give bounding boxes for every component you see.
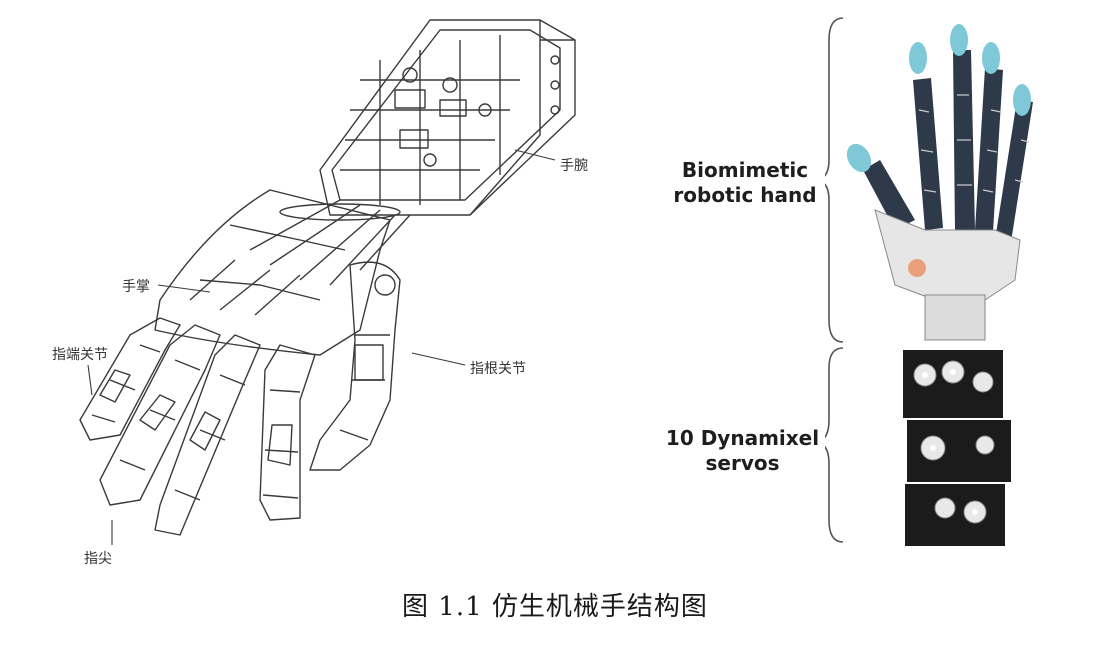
fingertip-cap [909, 42, 927, 74]
wrist-frame [319, 19, 576, 216]
thumb [309, 261, 401, 471]
palm-label: 手掌 [122, 279, 150, 295]
fingertip-cap [982, 42, 1000, 74]
fingertip-cap [846, 143, 872, 173]
robotic-hand-label: Biomimetic robotic hand [660, 158, 830, 208]
brace-lower [825, 347, 844, 543]
robotic-hand-photo [825, 17, 1033, 546]
leader-lines [87, 149, 556, 545]
fingertip-label: 指尖 [84, 551, 112, 567]
distal-joint-label: 指端关节 [52, 347, 108, 363]
fingertip-cap [1013, 84, 1031, 116]
robotic-hand-label-line2: robotic hand [673, 183, 817, 207]
mechanical-hand-drawing [79, 19, 576, 545]
servo-stack [903, 350, 1011, 546]
fingertip-cap [950, 24, 968, 56]
proximal-joint-label: 指根关节 [470, 361, 526, 377]
wrist-label: 手腕 [560, 158, 588, 174]
tendons [249, 199, 411, 286]
servos-label-line1: 10 Dynamixel [665, 426, 820, 450]
servos-label-line2: servos [705, 451, 780, 475]
servos-label: 10 Dynamixel servos [650, 426, 835, 476]
fingers [79, 317, 316, 536]
robot-fingers [846, 24, 1033, 242]
brace-upper [825, 17, 844, 343]
robot-palm [874, 209, 1021, 341]
palm [154, 189, 391, 356]
figure-caption: 图 1.1 仿生机械手结构图 [402, 592, 708, 622]
robotic-hand-label-line1: Biomimetic [681, 158, 809, 182]
